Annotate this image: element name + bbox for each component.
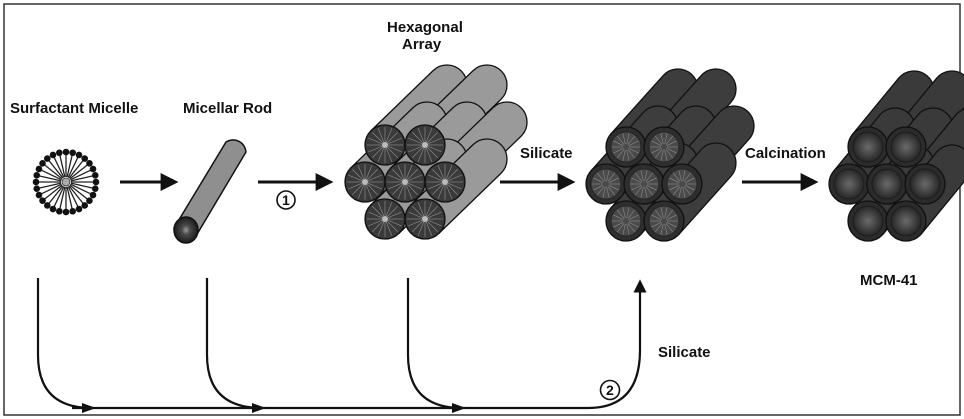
label-hexagonal-array-line1: Hexagonal xyxy=(387,19,463,36)
step-1-number: 1 xyxy=(282,192,290,208)
label-micellar-rod: Micellar Rod xyxy=(183,100,272,117)
surfactant-micelle-icon xyxy=(33,149,100,216)
label-mcm41: MCM-41 xyxy=(860,272,918,289)
label-surfactant-micelle: Surfactant Micelle xyxy=(10,100,138,117)
hexagonal-array-icon xyxy=(345,65,527,239)
silicate-coated-array-icon xyxy=(586,69,754,241)
pathway-2-lines xyxy=(38,278,640,408)
micellar-rod-icon xyxy=(174,140,246,243)
step-2-number: 2 xyxy=(606,382,614,398)
label-calcination: Calcination xyxy=(745,145,826,162)
label-silicate-bottom: Silicate xyxy=(658,344,711,361)
label-hexagonal-array-line2: Array xyxy=(402,36,442,53)
mcm41-icon xyxy=(829,71,964,241)
step-1-marker: 1 xyxy=(277,191,295,209)
label-silicate-top: Silicate xyxy=(520,145,573,162)
step-2-marker: 2 xyxy=(601,381,620,400)
